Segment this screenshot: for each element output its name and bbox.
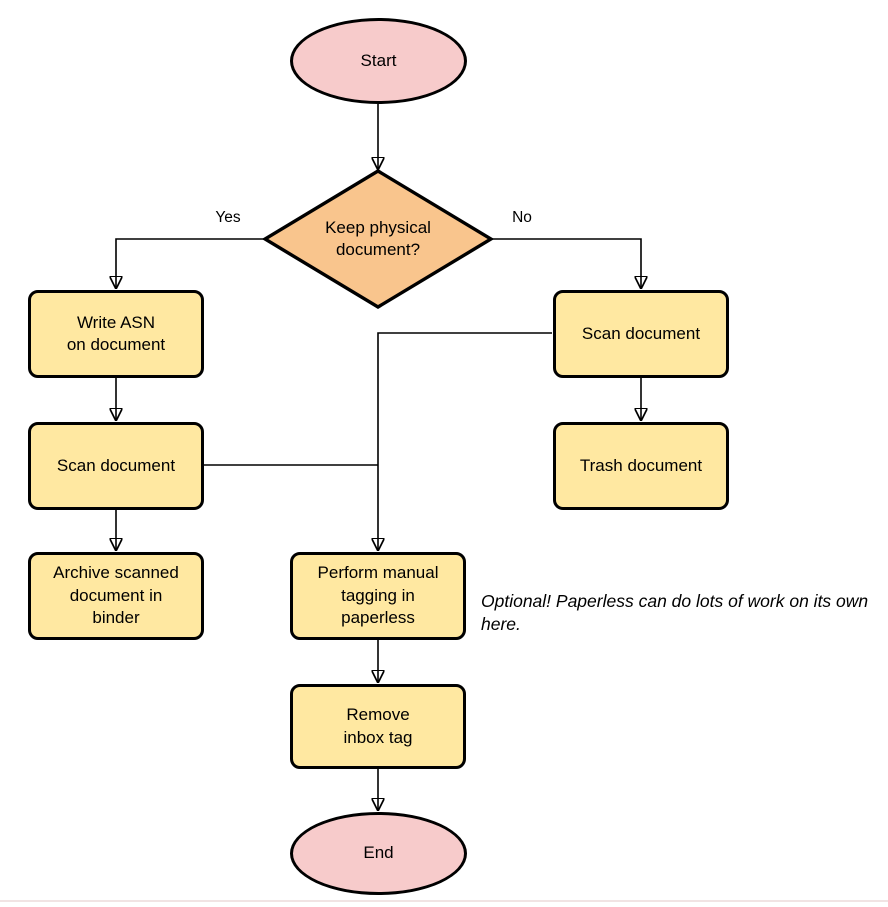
node-trash-document: Trash document	[553, 422, 729, 510]
edge-label-yes: Yes	[215, 209, 241, 226]
node-write-asn-on-document: Write ASN on document	[28, 290, 204, 378]
edge-scan-right-to-tagging	[378, 332, 552, 550]
node-decision-keep-physical-document: Keep physical document?	[262, 168, 494, 310]
edge-decision-yes-to-write-asn	[116, 238, 264, 288]
optional-note-text: Optional! Paperless can do lots of work …	[481, 591, 869, 635]
node-archive-scanned-document: Archive scanned document in binder	[28, 552, 204, 640]
page-bottom-divider	[0, 900, 888, 902]
node-remove-inbox-tag: Remove inbox tag	[290, 684, 466, 769]
edge-decision-no-to-scan-right	[492, 238, 641, 288]
node-end: End	[290, 812, 467, 895]
node-perform-manual-tagging: Perform manual tagging in paperless	[290, 552, 466, 640]
edge-label-no: No	[512, 209, 532, 226]
decision-label: Keep physical document?	[325, 217, 431, 259]
decision-diamond-shape	[262, 169, 494, 309]
node-start: Start	[290, 18, 467, 104]
node-scan-document-left: Scan document	[28, 422, 204, 510]
node-scan-document-right: Scan document	[553, 290, 729, 378]
